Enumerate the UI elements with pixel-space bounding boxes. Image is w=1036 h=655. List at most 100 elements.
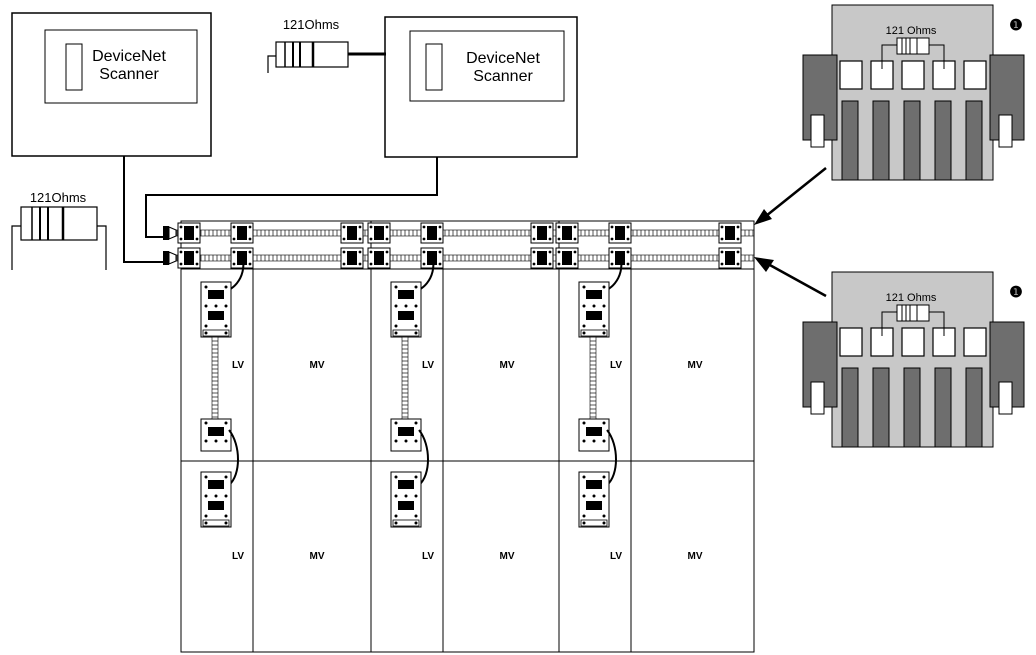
module-foot xyxy=(580,519,608,527)
tap-dot xyxy=(557,225,561,229)
module-dot xyxy=(602,521,606,525)
module-dot xyxy=(602,331,606,335)
module-dot xyxy=(204,494,208,498)
tap-dot xyxy=(626,250,630,254)
connector-bottom-note-marker: ❶ xyxy=(1009,284,1022,301)
tap-dot xyxy=(532,225,536,229)
tap-dot xyxy=(422,250,426,254)
tap-dot xyxy=(179,237,183,241)
tap-dot xyxy=(610,237,614,241)
module-dot xyxy=(414,494,418,498)
tap-dot xyxy=(422,237,426,241)
vertical-cable xyxy=(401,336,409,420)
tap-dot xyxy=(736,262,740,266)
tap-dot xyxy=(369,250,373,254)
module-port xyxy=(208,480,224,489)
tap-connector-port xyxy=(562,251,572,265)
tap-dot xyxy=(557,237,561,241)
tap-connector-port xyxy=(237,226,247,240)
tap-connector-port xyxy=(347,251,357,265)
connector-top-note-marker: ❶ xyxy=(1009,17,1022,34)
tap-dot xyxy=(358,250,362,254)
vertical-cable xyxy=(211,336,219,420)
tap-dot xyxy=(610,225,614,229)
module-dot xyxy=(602,421,606,425)
scanner-feed-wires xyxy=(123,156,438,263)
link-cable xyxy=(606,429,617,486)
section-3-label-mv: MV xyxy=(688,360,703,371)
module-foot xyxy=(202,329,230,337)
module-port xyxy=(398,427,414,436)
tap-connector-port xyxy=(374,251,384,265)
tap-dot xyxy=(626,225,630,229)
module-dot xyxy=(204,285,208,289)
link-cable xyxy=(418,429,429,486)
module-dot xyxy=(592,494,596,498)
module-dot xyxy=(204,421,208,425)
tap-connector-port xyxy=(725,226,735,240)
tap-dot xyxy=(438,250,442,254)
module-foot xyxy=(392,519,420,527)
tap-dot xyxy=(610,262,614,266)
module-dot xyxy=(404,494,408,498)
tap-dot xyxy=(369,262,373,266)
module-dot xyxy=(582,514,586,518)
module-dot xyxy=(592,304,596,308)
module-dot xyxy=(394,521,398,525)
tap-dot xyxy=(232,262,236,266)
tap-dot xyxy=(342,262,346,266)
section-1-label-lv: LV xyxy=(232,360,244,371)
tap-dot xyxy=(736,250,740,254)
module-dot xyxy=(224,285,228,289)
trunk-end-connector xyxy=(163,226,169,240)
module-port xyxy=(208,427,224,436)
module-dot xyxy=(394,324,398,328)
connector-plug-top: 121 Ohms xyxy=(802,4,1025,181)
tap-dot xyxy=(548,225,552,229)
module-port xyxy=(586,501,602,510)
section-1-label-mv: MV xyxy=(310,360,325,371)
tap-dot xyxy=(179,225,183,229)
section-1-label-lv: LV xyxy=(232,551,244,562)
module-dot xyxy=(204,514,208,518)
module-dot xyxy=(394,421,398,425)
module-foot xyxy=(202,519,230,527)
tap-connector-port xyxy=(427,226,437,240)
module-dot xyxy=(582,439,586,443)
module-dot xyxy=(592,439,596,443)
tap-dot xyxy=(179,250,183,254)
module-dot xyxy=(602,324,606,328)
tap-dot xyxy=(720,262,724,266)
scanner-left-title-line2: Scanner xyxy=(99,66,159,83)
tap-connector-port xyxy=(184,251,194,265)
tap-dot xyxy=(736,225,740,229)
tap-dot xyxy=(369,225,373,229)
tap-dot xyxy=(548,237,552,241)
module-dot xyxy=(224,475,228,479)
tap-dot xyxy=(532,250,536,254)
link-cable xyxy=(228,429,239,486)
module-dot xyxy=(404,304,408,308)
module-port xyxy=(208,501,224,510)
tap-connector-port xyxy=(347,226,357,240)
module-foot xyxy=(580,329,608,337)
tap-dot xyxy=(358,237,362,241)
tap-dot xyxy=(438,262,442,266)
section-3-label-lv: LV xyxy=(610,551,622,562)
module-dot xyxy=(582,285,586,289)
trunk-end-connector xyxy=(163,251,169,265)
section-2-label-mv: MV xyxy=(500,551,515,562)
module-dot xyxy=(214,304,218,308)
module-dot xyxy=(204,475,208,479)
vertical-cable xyxy=(589,336,597,420)
tap-dot xyxy=(248,250,252,254)
tap-dot xyxy=(626,237,630,241)
resistor-left-label: 121Ohms xyxy=(30,190,87,205)
tap-dot xyxy=(369,237,373,241)
module-port xyxy=(208,311,224,320)
module-dot xyxy=(394,475,398,479)
module-dot xyxy=(414,475,418,479)
module-dot xyxy=(204,439,208,443)
